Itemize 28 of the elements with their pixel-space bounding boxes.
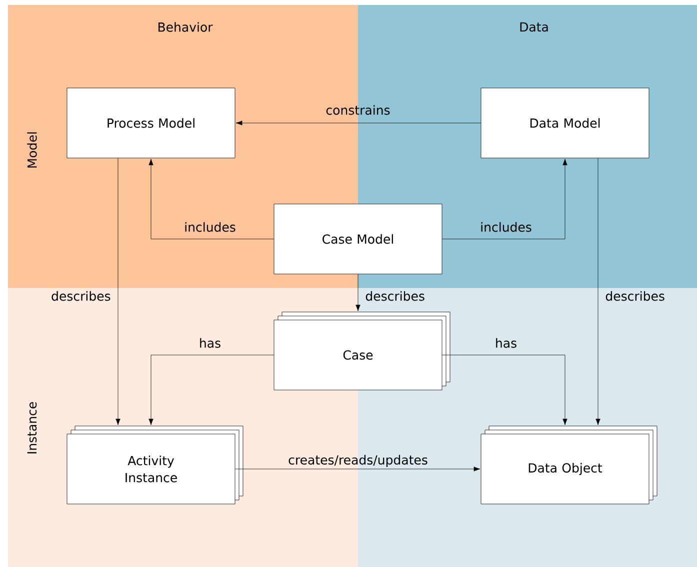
arrow	[148, 354, 274, 426]
axis-heading: Model	[27, 132, 37, 168]
stacked-box: Activity Instance	[66, 426, 244, 504]
arrow	[596, 158, 600, 426]
edge-label: constrains	[326, 105, 390, 115]
edge-label: has	[200, 338, 220, 348]
edge-label: includes	[481, 222, 532, 232]
axis-heading: Data	[520, 22, 548, 32]
arrow	[442, 158, 568, 240]
axis-heading: Behavior	[158, 22, 213, 32]
edge-label: describes	[366, 291, 424, 301]
edge-label: creates/reads/updates	[288, 454, 428, 468]
arrow	[235, 466, 480, 472]
arrow	[116, 158, 120, 426]
edge-label: describes	[606, 291, 664, 301]
arrow	[356, 274, 360, 312]
arrow	[236, 120, 481, 126]
arrow	[442, 354, 568, 426]
axis-heading: Instance	[27, 402, 37, 454]
edge-label: includes	[185, 222, 236, 232]
box: Process Model	[66, 88, 236, 158]
stacked-box: Data Object	[480, 426, 658, 504]
arrow	[148, 158, 274, 240]
box: Data Model	[480, 88, 650, 158]
box: Case Model	[274, 204, 442, 274]
edge-label: has	[496, 338, 516, 348]
edge-label: describes	[52, 291, 110, 301]
stacked-box: Case	[274, 312, 450, 390]
